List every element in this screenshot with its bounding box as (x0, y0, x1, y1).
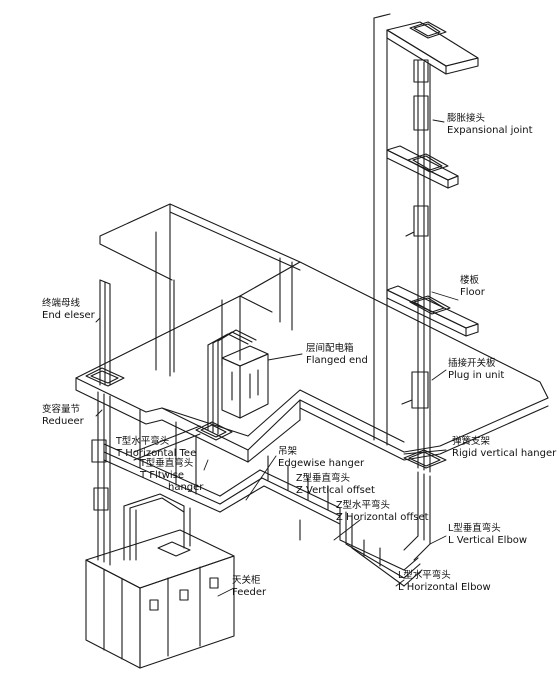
label-en: Floor (460, 287, 485, 298)
label-edgewise-hanger: 吊架 Edgewise hanger (278, 446, 364, 470)
label-en: Z Vertical offset (296, 485, 375, 496)
label-en-2: hanger (168, 482, 204, 493)
label-en: Plug in unit (448, 370, 505, 381)
label-zh: 弹簧支架 (452, 436, 491, 447)
label-expansion-joint: 膨胀接头 Expansional joint (447, 113, 533, 137)
label-t-flatwise-hanger: T型垂直弯头 T Fltwise hanger (140, 458, 203, 494)
label-zh: Z型水平弯头 (336, 500, 391, 511)
label-l-vertical-elbow: L型垂直弯头 L Vertical Elbow (448, 523, 527, 547)
label-en: Expansional joint (447, 125, 533, 136)
label-reducer: 变容量节 Redueer (42, 404, 84, 428)
label-floor: 楼板 Floor (460, 275, 485, 299)
label-zh: 终端母线 (42, 298, 81, 309)
label-zh: T型水平弯头 (116, 436, 170, 447)
label-en: Feeder (232, 587, 267, 598)
label-en: T Fltwise (140, 470, 185, 481)
label-zh: Z型垂直弯头 (296, 473, 351, 484)
label-plug-in-unit: 插接开关板 Plug in unit (448, 358, 504, 382)
label-zh: T型垂直弯头 (140, 458, 194, 469)
label-en: L Vertical Elbow (448, 535, 528, 546)
label-zh: 插接开关板 (448, 358, 496, 369)
label-zh: L型垂直弯头 (448, 523, 501, 534)
label-en: L Horizontal Elbow (398, 582, 491, 593)
label-l-horizontal-elbow: L型水平弯头 L Horizontal Elbow (398, 570, 491, 594)
feeder-cabinet (86, 494, 234, 668)
label-flanged-end: 层间配电箱 Flanged end (306, 343, 368, 367)
label-en: Flanged end (306, 355, 368, 366)
label-zh: 变容量节 (42, 404, 81, 415)
label-zh: 膨胀接头 (447, 113, 486, 124)
label-en: Edgewise hanger (278, 458, 365, 469)
label-t-horizontal-tee: T型水平弯头 T Horizontal Tee (116, 436, 196, 460)
left-riser (86, 280, 124, 565)
label-zh: 天关柜 (232, 575, 261, 586)
label-en: Redueer (42, 416, 84, 427)
label-en: Z Horizontal offset (336, 512, 429, 523)
leader-lines (96, 120, 458, 596)
label-en: End eleser (42, 310, 95, 321)
label-en: T Horizontal Tee (116, 448, 197, 459)
middle-floor-slab (387, 286, 478, 336)
label-en: Rigid vertical hanger (452, 448, 557, 459)
horizontal-busway (104, 410, 422, 586)
label-zh: L型水平弯头 (398, 570, 451, 581)
label-feeder: 天关柜 Feeder (232, 575, 266, 599)
vertical-shaft (374, 14, 478, 445)
label-rigid-vertical-hanger: 弹簧支架 Rigid vertical hanger (452, 436, 556, 460)
main-floor-slab (76, 204, 548, 462)
right-riser (402, 60, 446, 560)
label-z-vertical-offset: Z型垂直弯头 Z Vertical offset (296, 473, 375, 497)
label-zh: 层间配电箱 (306, 343, 354, 354)
label-zh: 楼板 (460, 275, 480, 286)
label-z-horizontal-offset: Z型水平弯头 Z Horizontal offset (336, 500, 429, 524)
upper-floor-slab (387, 146, 458, 188)
flanged-end-box (196, 330, 268, 440)
label-zh: 吊架 (278, 446, 298, 457)
label-end-closer: 终端母线 End eleser (42, 298, 95, 322)
